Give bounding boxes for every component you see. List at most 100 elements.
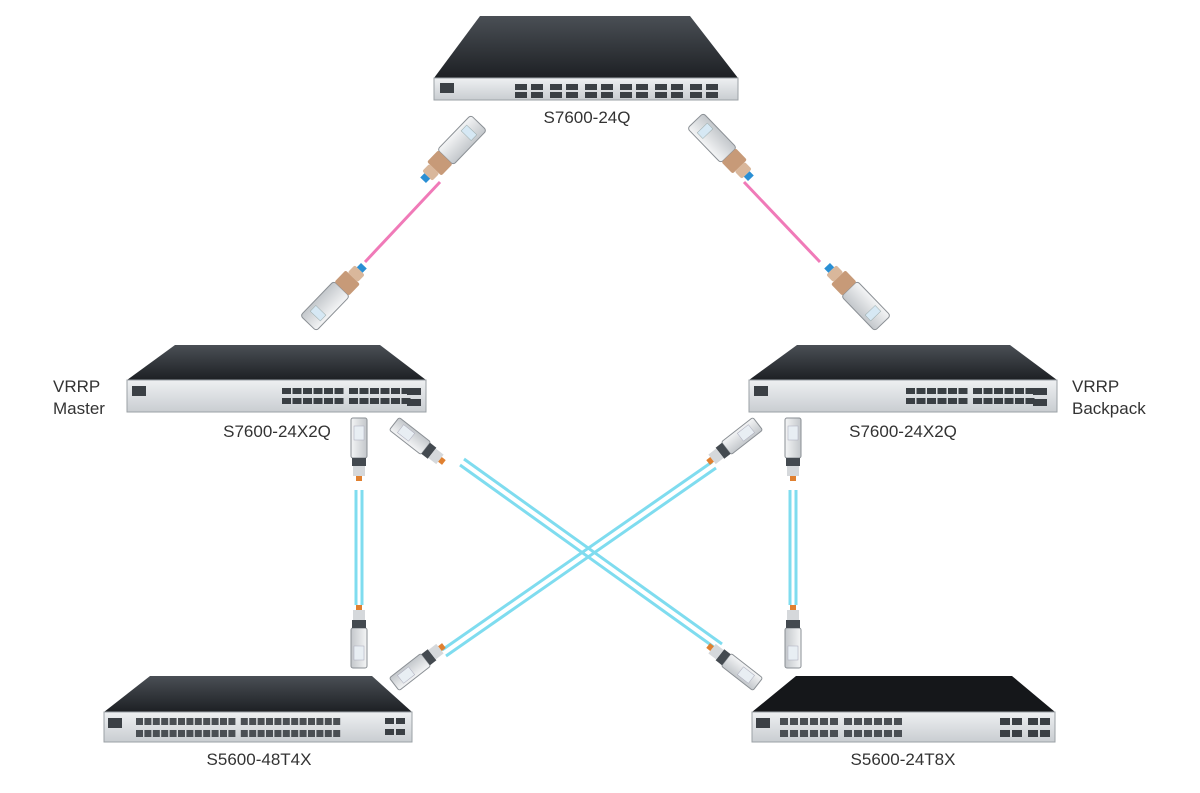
rj45-port bbox=[830, 718, 838, 725]
qsfp-module-core-left bbox=[414, 114, 488, 189]
aqua-cable-agg-right-access-right bbox=[788, 490, 798, 605]
rj45-port bbox=[333, 730, 341, 737]
qsfp-port bbox=[671, 92, 683, 98]
rj45-port bbox=[864, 730, 872, 737]
rj45-port bbox=[161, 730, 169, 737]
sfp-port bbox=[359, 398, 369, 404]
rj45-port bbox=[186, 730, 194, 737]
sfp-port bbox=[927, 398, 936, 404]
sfp-port bbox=[994, 388, 1003, 394]
sfp-port bbox=[1025, 388, 1035, 394]
rj45-port bbox=[810, 730, 818, 737]
sfp-port bbox=[906, 398, 915, 404]
rj45-port bbox=[240, 730, 248, 737]
sfp-port bbox=[958, 388, 968, 394]
qsfp-port bbox=[515, 92, 527, 98]
rj45-port bbox=[820, 730, 828, 737]
rj45-port bbox=[144, 730, 152, 737]
switch-agg-left bbox=[126, 345, 427, 413]
sfp-port bbox=[303, 388, 312, 394]
qsfp-port bbox=[550, 84, 562, 90]
switch-core bbox=[433, 16, 739, 101]
agg-left-port-array bbox=[132, 386, 421, 406]
pink-cable-core-agg-right bbox=[742, 180, 822, 264]
qsfp-port bbox=[690, 84, 702, 90]
role-line2-agg-left: Master bbox=[53, 399, 105, 418]
sfp-port bbox=[380, 388, 390, 394]
role-line1-agg-left: VRRP bbox=[53, 377, 101, 396]
rj45-port bbox=[790, 730, 798, 737]
rj45-port bbox=[228, 718, 236, 725]
rj45-port bbox=[144, 718, 152, 725]
sfp-module-agg-left-down bbox=[350, 417, 368, 482]
rj45-port bbox=[194, 718, 202, 725]
agg-right-mgmt-port bbox=[754, 386, 768, 396]
rj45-port bbox=[178, 718, 185, 725]
sfp-port bbox=[313, 398, 323, 404]
switch-access-right bbox=[751, 676, 1056, 743]
pink-cable-core-agg-left bbox=[363, 180, 442, 264]
rj45-port bbox=[249, 730, 257, 737]
rj45-port bbox=[203, 730, 211, 737]
device-label-agg-right: S7600-24X2Q bbox=[849, 422, 957, 441]
rj45-port bbox=[274, 718, 282, 725]
sfp-module-access-right-up bbox=[784, 604, 802, 669]
device-label-access-left: S5600-48T4X bbox=[206, 750, 312, 769]
sfp-port bbox=[313, 388, 323, 394]
qsfp-port bbox=[550, 92, 562, 98]
access-right-port-array bbox=[756, 718, 1050, 737]
sfp-module-agg-right-diag bbox=[702, 416, 764, 470]
aqua-cable-agg-left-access-left bbox=[354, 490, 364, 605]
qsfp-module-agg-left bbox=[299, 257, 373, 332]
qsfp-port bbox=[601, 92, 613, 98]
sfp-port bbox=[380, 398, 390, 404]
sfp-port bbox=[324, 398, 333, 404]
sfp-port bbox=[948, 398, 957, 404]
rj45-port bbox=[324, 730, 332, 737]
sfp-port bbox=[1028, 718, 1038, 725]
rj45-port bbox=[220, 718, 227, 725]
rj45-port bbox=[299, 730, 307, 737]
qsfp-port bbox=[585, 84, 597, 90]
rj45-port bbox=[299, 718, 307, 725]
rj45-port bbox=[333, 718, 341, 725]
qsfp-port bbox=[655, 92, 667, 98]
sfp-port bbox=[1015, 398, 1024, 404]
qsfp-port bbox=[1033, 399, 1047, 406]
agg-left-mgmt-port bbox=[132, 386, 146, 396]
switch-agg-right bbox=[748, 345, 1058, 413]
sfp-port bbox=[370, 388, 379, 394]
qsfp-port bbox=[515, 84, 527, 90]
rj45-port bbox=[169, 730, 177, 737]
rj45-port bbox=[291, 718, 299, 725]
rj45-port bbox=[854, 730, 862, 737]
sfp-port bbox=[349, 388, 358, 394]
rj45-port bbox=[249, 718, 257, 725]
sfp-port bbox=[401, 388, 411, 394]
sfp-port bbox=[973, 398, 982, 404]
rj45-port bbox=[790, 718, 798, 725]
sfp-port bbox=[334, 398, 344, 404]
rj45-port bbox=[136, 718, 143, 725]
access-right-mgmt-port bbox=[756, 718, 770, 728]
sfp-port bbox=[994, 398, 1003, 404]
sfp-port bbox=[983, 388, 993, 394]
sfp-port bbox=[391, 388, 400, 394]
qsfp-port bbox=[585, 92, 597, 98]
rj45-port bbox=[152, 718, 160, 725]
rj45-port bbox=[240, 718, 248, 725]
access-left-port-array bbox=[108, 718, 405, 737]
rj45-port bbox=[169, 718, 177, 725]
rj45-port bbox=[844, 718, 852, 725]
sfp-port bbox=[927, 388, 936, 394]
sfp-port bbox=[385, 729, 394, 735]
sfp-port bbox=[401, 398, 411, 404]
rj45-port bbox=[780, 730, 788, 737]
rj45-port bbox=[800, 718, 808, 725]
rj45-port bbox=[780, 718, 788, 725]
sfp-port bbox=[1040, 718, 1050, 725]
rj45-port bbox=[186, 718, 194, 725]
switch-access-left bbox=[103, 676, 413, 743]
rj45-port bbox=[282, 718, 290, 725]
rj45-port bbox=[884, 730, 892, 737]
